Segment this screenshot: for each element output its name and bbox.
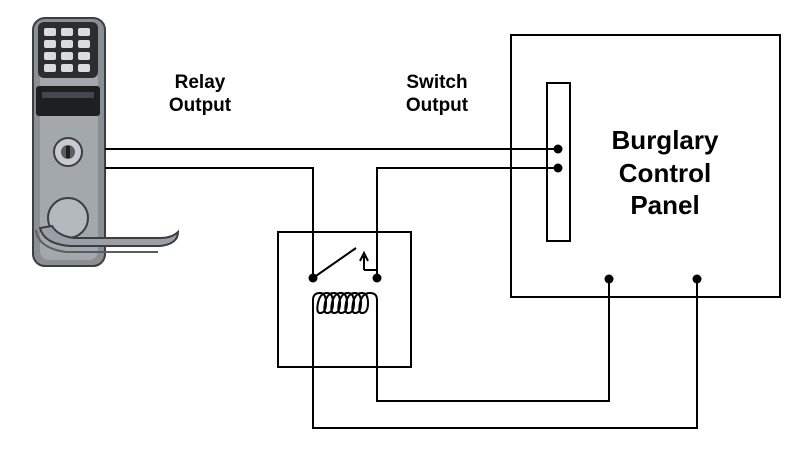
terminal-strip: [546, 82, 571, 242]
junction-dots: [308, 144, 702, 284]
dot-terminal-lower: [553, 163, 563, 173]
relay-switch-icon: [312, 247, 378, 279]
relay-output-label: Relay Output: [168, 72, 232, 116]
keypad-lock-icon: [32, 17, 180, 267]
relay-coil-icon: [312, 291, 378, 315]
control-panel-box: [510, 34, 781, 298]
wires: [105, 148, 698, 429]
relay-box: [277, 231, 412, 368]
dot-panel-left: [604, 274, 614, 284]
wire-lock-to-relay: [105, 167, 314, 278]
dot-panel-right: [692, 274, 702, 284]
wire-terminal-lower-to-relay: [376, 167, 558, 278]
keypad-keys: [44, 28, 90, 72]
wire-coil-left: [312, 279, 698, 429]
dot-relay-contact: [372, 273, 382, 283]
dot-terminal-upper: [553, 144, 563, 154]
control-panel-label: Burglary Control Panel: [611, 125, 719, 220]
wire-coil-right: [376, 279, 610, 402]
dot-relay-arm: [308, 273, 318, 283]
switch-output-label: Switch Output: [405, 72, 469, 116]
